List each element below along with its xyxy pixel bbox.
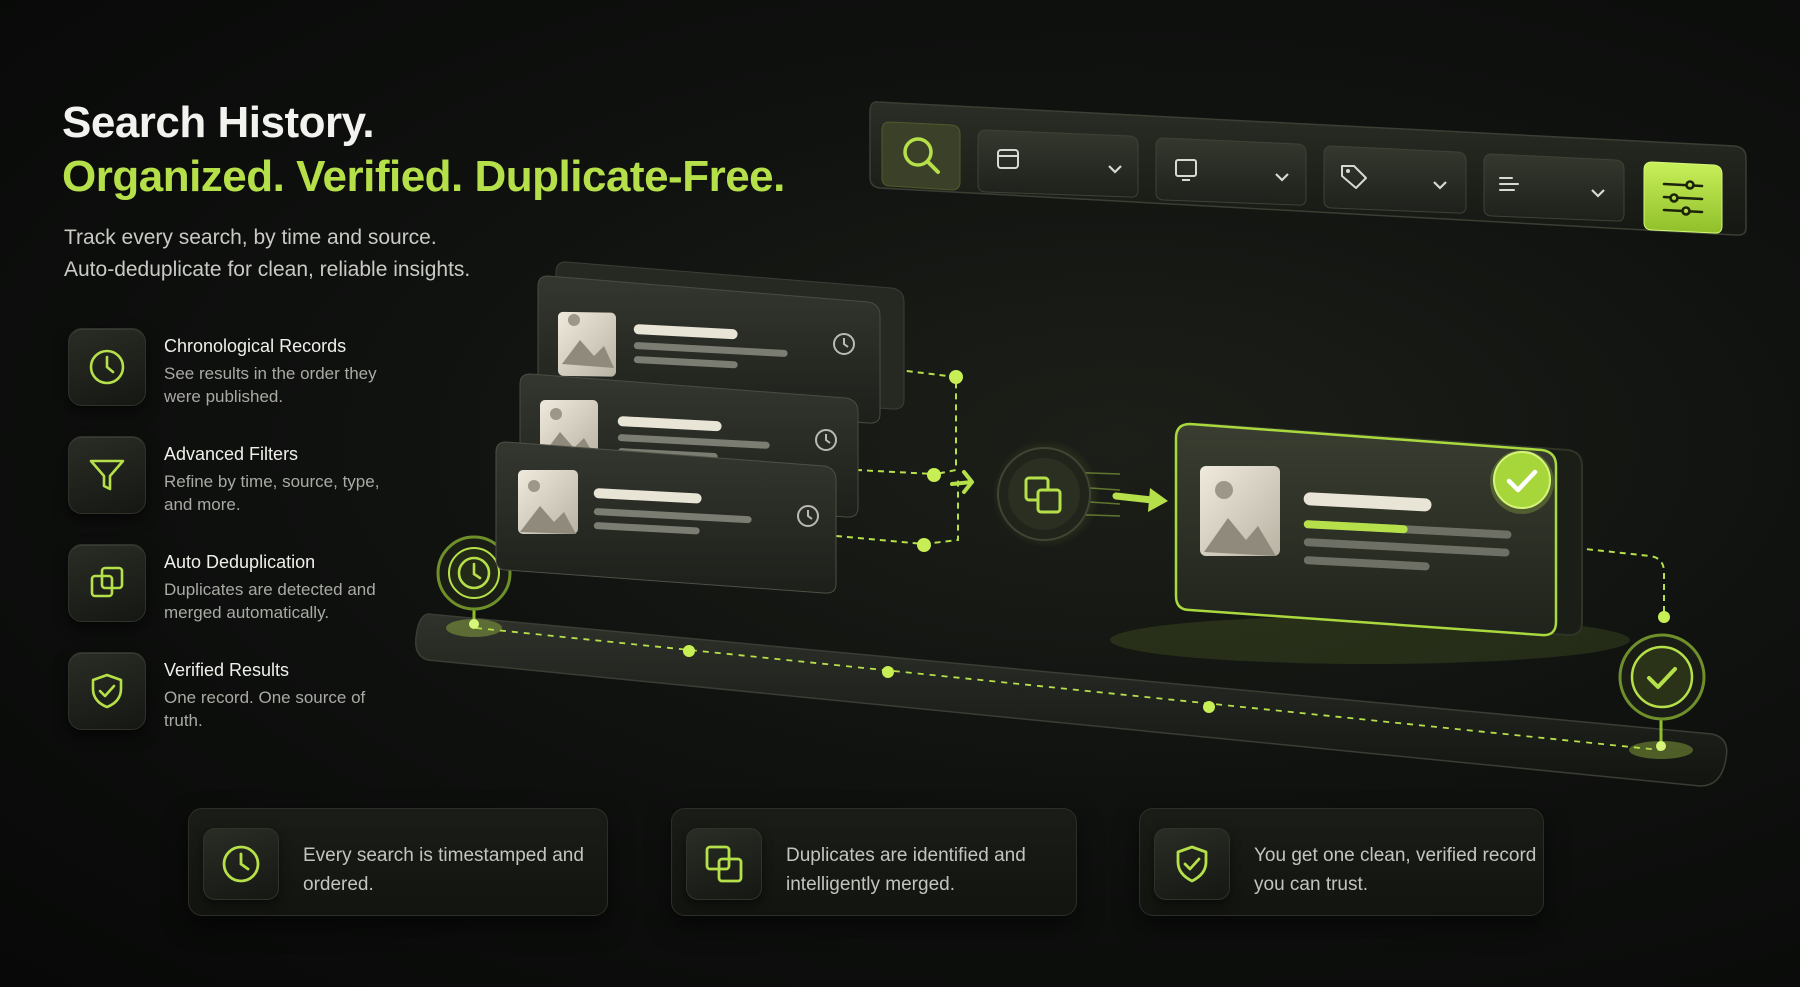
chevron-down-icon [1108,165,1122,174]
monitor-icon [1175,159,1197,177]
chevron-down-icon [1591,189,1605,198]
info-card-text: Duplicates are identified and intelligen… [786,845,1026,895]
shield-check-icon [68,652,146,730]
search-toolbar [869,101,1747,236]
feature-description: See results in the order they were publi… [164,364,377,406]
clock-icon [797,505,819,527]
check-icon [1647,667,1677,689]
search-icon [903,137,933,167]
shield-check-icon [1154,828,1230,900]
type-filter-dropdown[interactable] [1483,153,1625,222]
clock-icon [815,429,837,451]
title-line-1: Search History. [62,98,375,147]
feature-auto-deduplication: Auto Deduplication Duplicates are detect… [68,544,428,624]
info-card-verified: You get one clean, verified record you c… [1139,808,1544,916]
list-icon [1499,177,1519,191]
feature-verified-results: Verified Results One record. One source … [68,652,428,732]
filter-icon [68,436,146,514]
clock-icon [68,328,146,406]
feature-description: One record. One source of truth. [164,688,366,730]
advanced-settings-button[interactable] [1643,161,1723,234]
info-card-merged: Duplicates are identified and intelligen… [671,808,1077,916]
info-card-text: You get one clean, verified record you c… [1254,845,1537,895]
info-card-text: Every search is timestamped and ordered. [303,845,584,895]
page-title: Search History. Organized. Verified. Dup… [62,96,785,204]
feature-title: Auto Deduplication [164,552,316,572]
source-filter-dropdown[interactable] [1155,137,1307,206]
check-icon [1506,469,1538,493]
duplicate-icon [68,544,146,622]
sliders-icon [1662,180,1704,216]
feature-description: Duplicates are detected and merged autom… [164,580,376,622]
date-filter-dropdown[interactable] [977,129,1139,198]
clock-icon [203,828,279,900]
feature-title: Advanced Filters [164,444,299,464]
timeline-end-check-pin [1618,633,1706,759]
clock-icon [833,333,855,355]
subtitle: Track every search, by time and source. … [64,222,470,286]
verified-badge [1493,451,1551,509]
subtitle-line-2: Auto-deduplicate for clean, reliable ins… [64,258,471,281]
timeline-dot [683,645,695,657]
feature-chronological-records: Chronological Records See results in the… [68,328,428,408]
search-record-card[interactable] [495,441,837,594]
tag-icon [1341,165,1367,189]
merge-node [992,440,1168,548]
tag-filter-dropdown[interactable] [1323,145,1467,214]
calendar-icon [997,149,1019,169]
duplicate-icon [686,828,762,900]
arrow-icon [950,470,974,494]
duplicate-icon [1024,476,1062,514]
title-line-2: Organized. Verified. Duplicate-Free. [62,152,785,201]
timeline-rail [415,613,1728,787]
timeline-start-clock-pin [436,535,512,637]
arrow-icon [1148,488,1168,512]
search-button[interactable] [881,121,961,191]
subtitle-line-1: Track every search, by time and source. [64,226,437,249]
merged-result-card[interactable] [1110,422,1630,664]
feature-title: Chronological Records [164,336,347,356]
clock-icon [457,556,491,590]
merge-connectors [835,366,1665,616]
info-card-timestamped: Every search is timestamped and ordered. [188,808,608,916]
feature-description: Refine by time, source, type, and more. [164,472,380,514]
timeline-dot [882,666,894,678]
chevron-down-icon [1433,181,1447,190]
chevron-down-icon [1275,173,1289,182]
feature-advanced-filters: Advanced Filters Refine by time, source,… [68,436,428,516]
timeline-dot [1203,701,1215,713]
feature-title: Verified Results [164,660,290,680]
hero-heading: Search History. Organized. Verified. Dup… [62,96,785,204]
